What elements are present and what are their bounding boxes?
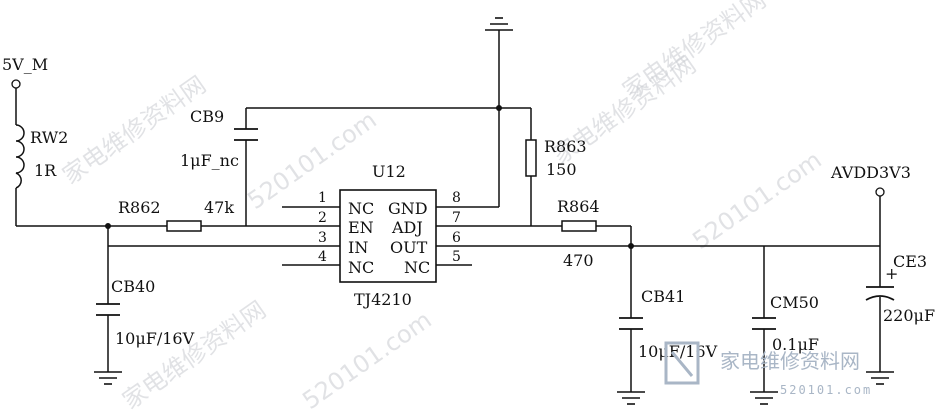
r863-value: 150	[546, 160, 577, 179]
junctions	[105, 105, 634, 249]
watermark-text-6: 家电维修资料网	[117, 296, 271, 415]
pin-name: IN	[348, 238, 368, 257]
r863-resistor	[525, 139, 537, 177]
cb40-value: 10μF/16V	[115, 329, 195, 348]
cm50-capacitor	[752, 317, 776, 330]
site-logo: 家电维修资料网 520101.com	[664, 341, 872, 397]
cb9-value: 1μF_nc	[180, 151, 239, 170]
output-rail-label: AVDD3V3	[830, 163, 911, 182]
ce3-polarity: +	[885, 264, 898, 283]
ce3-ref: CE3	[893, 252, 927, 271]
power-terminals	[11, 79, 885, 197]
rw2-value: 1R	[34, 161, 57, 180]
pin-number: 7	[452, 210, 461, 226]
ground-symbols	[94, 17, 894, 405]
pin-name: NC	[404, 258, 430, 277]
logo-mark	[664, 341, 700, 385]
u12-ic-body	[339, 189, 437, 283]
logo-url: 520101.com	[780, 383, 872, 397]
watermark-text-5: 520101.com	[297, 306, 436, 415]
watermark-text-7: 家电维修资料网	[617, 0, 771, 105]
r863-ref: R863	[544, 137, 587, 156]
junction-dot	[496, 105, 502, 111]
pin-number: 4	[318, 249, 327, 265]
pin-name: GND	[388, 199, 428, 218]
ce3-capacitor	[865, 286, 895, 301]
watermark-text-4: 家电维修资料网	[57, 71, 211, 190]
r864-resistor	[561, 220, 597, 232]
cm50-ref: CM50	[770, 293, 819, 312]
pin-number: 8	[452, 190, 461, 206]
junction-dot	[628, 243, 634, 249]
r862-resistor	[166, 220, 202, 232]
cb9-ref: CB9	[190, 107, 224, 126]
pin-name: OUT	[390, 238, 428, 257]
output-terminal	[875, 187, 885, 197]
input-rail-label: 5V_M	[2, 55, 48, 74]
rw2-inductor	[15, 124, 25, 189]
cb40-ref: CB40	[111, 277, 155, 296]
input-terminal	[11, 79, 21, 89]
u12-ref: U12	[372, 162, 406, 181]
cb40-capacitor	[96, 303, 120, 316]
cm50-value: 0.1μF	[772, 335, 819, 354]
r864-ref: R864	[557, 197, 600, 216]
cb41-capacitor	[619, 317, 643, 330]
pin-name: NC	[348, 258, 374, 277]
pin-name: EN	[348, 218, 374, 237]
watermark-text-3: 520101.com	[687, 146, 826, 255]
pin-number: 3	[318, 230, 327, 246]
ce3-value: 220μF	[883, 306, 935, 325]
r864-value: 470	[563, 251, 594, 270]
cb9-capacitor	[234, 128, 258, 141]
pin-number: 6	[452, 230, 461, 246]
cb41-ref: CB41	[641, 287, 685, 306]
pin-number: 5	[452, 249, 461, 265]
rw2-ref: RW2	[30, 128, 68, 147]
junction-dot	[105, 223, 111, 229]
pin-name: NC	[348, 199, 374, 218]
wires	[15, 30, 881, 392]
r862-value: 47k	[204, 198, 234, 217]
pin-number: 2	[318, 210, 327, 226]
r862-ref: R862	[118, 198, 161, 217]
pin-name: ADJ	[391, 218, 423, 237]
u12-part: TJ4210	[354, 290, 412, 309]
logo-text: 家电维修资料网	[720, 349, 860, 373]
pin-number: 1	[318, 190, 327, 206]
